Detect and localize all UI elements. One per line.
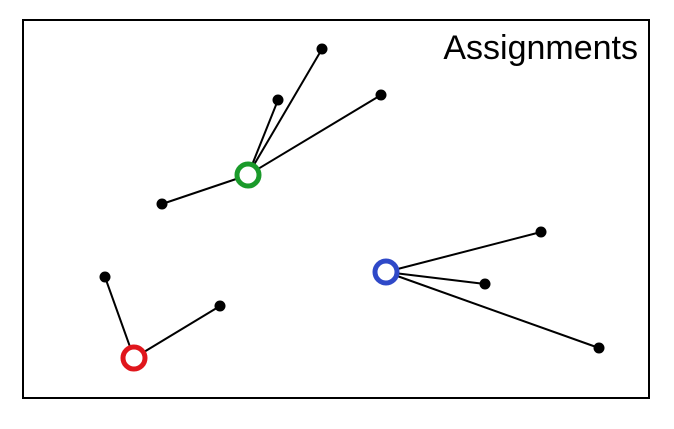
data-point-blue-1 <box>535 226 547 238</box>
cluster-center-green <box>234 161 262 189</box>
assignment-edge-green-3 <box>247 94 382 176</box>
assignment-edge-blue-3 <box>385 271 600 349</box>
data-point-green-2 <box>272 94 284 106</box>
assignment-edge-green-1 <box>247 48 323 176</box>
diagram-title: Assignments <box>443 29 638 67</box>
data-point-blue-3 <box>593 342 605 354</box>
data-points <box>99 43 605 354</box>
assignment-edge-blue-1 <box>385 231 542 273</box>
assignment-edge-blue-2 <box>385 271 486 285</box>
assignment-edge-green-4 <box>161 174 249 205</box>
data-point-blue-2 <box>479 278 491 290</box>
data-point-red-2 <box>214 300 226 312</box>
data-point-red-1 <box>99 271 111 283</box>
assignment-edge-red-1 <box>104 276 135 359</box>
data-point-green-4 <box>156 198 168 210</box>
data-point-green-3 <box>375 89 387 101</box>
cluster-center-red <box>120 344 148 372</box>
diagram-frame <box>22 19 650 399</box>
cluster-centers <box>120 161 400 372</box>
assignment-edges <box>104 48 600 359</box>
assignment-edge-red-2 <box>133 305 221 359</box>
data-point-green-1 <box>316 43 328 55</box>
cluster-center-blue <box>372 258 400 286</box>
